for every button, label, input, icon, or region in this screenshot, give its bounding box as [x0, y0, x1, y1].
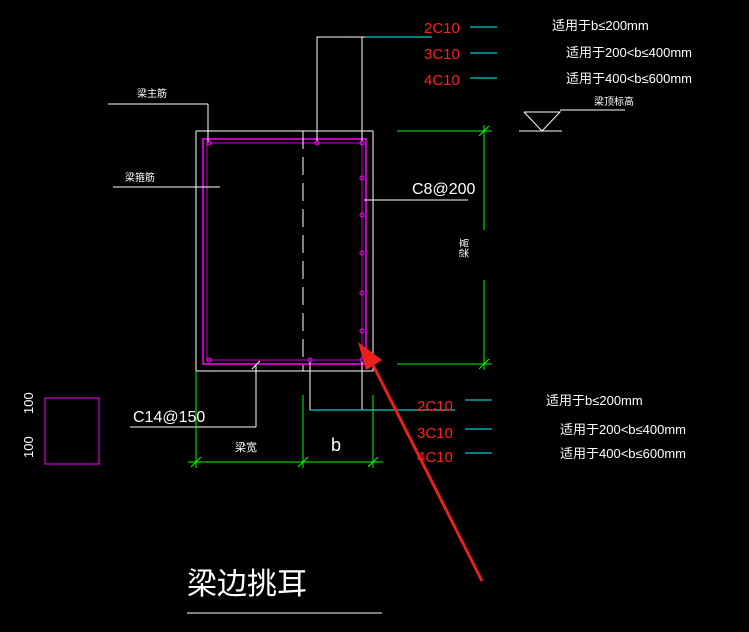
bottom-bar-tick: [251, 360, 261, 370]
rebar-dot: [206, 140, 212, 146]
rebar-dot: [359, 175, 365, 181]
small-dim-2: 100: [21, 436, 36, 458]
elevation-label: 梁顶标高: [594, 95, 634, 108]
top-note-1: 适用于b≤200mm: [552, 18, 649, 33]
rebar-dot: [359, 212, 365, 218]
rebar-dot: [359, 290, 365, 296]
bottom-spec-2: 3C10: [417, 425, 453, 442]
b-dimension-label: b: [331, 435, 341, 455]
height-label: 梁高: [458, 238, 471, 258]
stirrup-label: 梁箍筋: [125, 171, 155, 184]
beam-outline: [195, 130, 374, 372]
small-dim-1: 100: [21, 392, 36, 414]
small-section: [44, 397, 100, 465]
rebar-dot: [206, 357, 212, 363]
bottom-note-2: 适用于200<b≤400mm: [560, 422, 686, 437]
top-spec-3: 4C10: [424, 72, 460, 89]
bottom-note-3: 适用于400<b≤600mm: [560, 446, 686, 461]
rebar-dots: [206, 140, 365, 363]
bottom-spec-3: 4C10: [417, 449, 453, 466]
stirrup-spec: C8@200: [412, 181, 475, 198]
rebar-dot: [359, 250, 365, 256]
bottom-note-1: 适用于b≤200mm: [546, 393, 643, 408]
bottom-bar-spec: C14@150: [133, 409, 205, 426]
elevation-triangle: [523, 111, 562, 132]
main-bar-label: 梁主筋: [137, 87, 167, 100]
drawing-title: 梁边挑耳: [187, 568, 307, 601]
annotation-arrow-head: [358, 342, 382, 370]
bottom-spec-1: 2C10: [417, 398, 453, 415]
top-note-2: 适用于200<b≤400mm: [566, 45, 692, 60]
height-dimension: [397, 125, 492, 370]
beam-width-label: 梁宽: [235, 440, 257, 454]
annotation-arrow-shaft: [367, 356, 484, 582]
width-dimension: [188, 372, 383, 468]
rebar-dot: [359, 328, 365, 334]
top-spec-2: 3C10: [424, 46, 460, 63]
beam-stirrup: [202, 138, 367, 365]
beam-stirrup-inner: [206, 142, 363, 361]
top-rebar-leader: [316, 36, 365, 141]
top-spec-1: 2C10: [424, 20, 460, 37]
top-note-3: 适用于400<b≤600mm: [566, 71, 692, 86]
